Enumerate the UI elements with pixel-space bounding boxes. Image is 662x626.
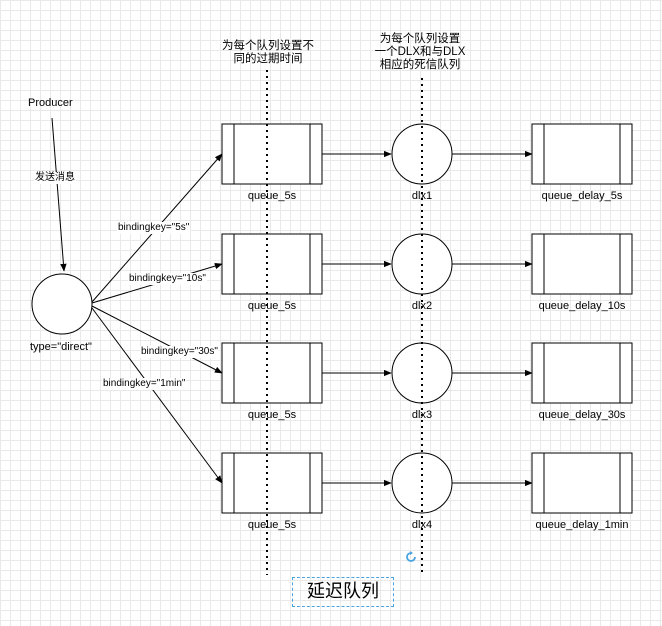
delay-queue-label-2: queue_delay_10s (538, 300, 626, 312)
delay-queue-label-4: queue_delay_1min (535, 519, 629, 531)
dlx-note-line-2: 一个DLX和与DLX (374, 46, 466, 58)
binding-label-1min: bindingkey="1min" (102, 378, 187, 390)
dlx-note-line-1: 为每个队列设置 (379, 33, 461, 45)
refresh-icon[interactable] (405, 551, 417, 563)
dlx-label-4: dlx4 (411, 519, 433, 531)
queue-box-2[interactable] (221, 233, 323, 295)
binding-label-30s: bindingkey="30s" (140, 346, 219, 358)
binding-arrow-1min (91, 307, 223, 484)
exchange-node[interactable] (31, 273, 93, 335)
exchange-type-label: type="direct" (30, 341, 92, 353)
queue-box-1[interactable] (221, 123, 323, 185)
queue-label-3: queue_5s (247, 409, 297, 421)
producer-label: Producer (28, 97, 73, 109)
binding-label-10s: bindingkey="10s" (128, 273, 207, 285)
dlx-note-line-3: 相应的死信队列 (379, 59, 461, 71)
delay-queue-box-4[interactable] (531, 452, 633, 514)
queue-box-4[interactable] (221, 452, 323, 514)
ttl-note-line-2: 同的过期时间 (233, 53, 303, 65)
binding-arrow-30s (91, 305, 223, 374)
producer-arrow (51, 117, 67, 272)
delay-queue-box-1[interactable] (531, 123, 633, 185)
ttl-note: 为每个队列设置不 同的过期时间 (222, 40, 314, 66)
dlx-label-2: dlx2 (411, 300, 433, 312)
delay-queue-box-2[interactable] (531, 233, 633, 295)
queue-box-3[interactable] (221, 342, 323, 404)
dlx-note: 为每个队列设置 一个DLX和与DLX 相应的死信队列 (375, 33, 466, 72)
queue-label-2: queue_5s (247, 300, 297, 312)
binding-label-5s: bindingkey="5s" (117, 222, 191, 234)
ttl-note-line-1: 为每个队列设置不 (222, 40, 314, 52)
delay-queue-label-1: queue_delay_5s (541, 190, 623, 202)
queue-label-1: queue_5s (247, 190, 297, 202)
dlx-label-1: dlx1 (411, 190, 433, 202)
send-message-label: 发送消息 (34, 172, 76, 184)
delay-queue-label-3: queue_delay_30s (538, 409, 626, 421)
dlx-label-3: dlx3 (411, 409, 433, 421)
delay-queue-box-3[interactable] (531, 342, 633, 404)
queue-label-4: queue_5s (247, 519, 297, 531)
diagram-title[interactable]: 延迟队列 (292, 577, 394, 607)
